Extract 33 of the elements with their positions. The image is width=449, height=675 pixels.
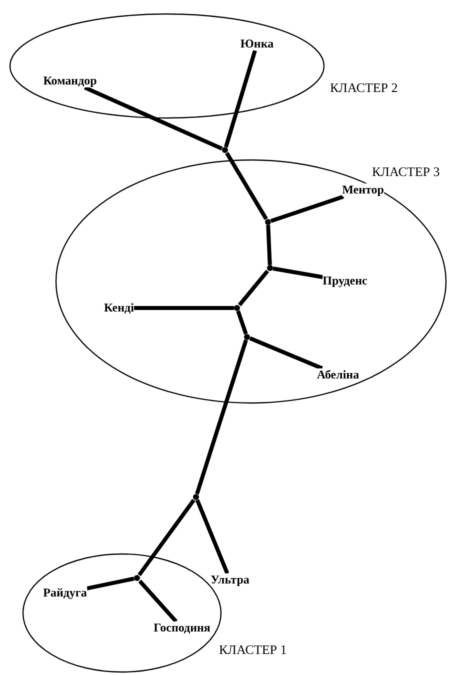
variety-label: Юнка [240,37,274,51]
variety-label: Командор [43,74,97,88]
tree-branch [270,194,344,223]
junction-dot [134,575,140,581]
junction-dot [193,494,199,500]
tree-branch [272,266,323,280]
tree-branch [195,339,248,495]
tree-branch [134,306,234,310]
junction-dot [222,147,228,153]
tree-branch [138,498,196,576]
junction-dot [267,265,273,271]
tree-branch [249,336,323,370]
tree-branch [195,499,230,574]
tree-branch [138,580,178,623]
variety-label: Абеліна [316,368,360,382]
tree-branch [225,152,268,220]
tree-branch [84,86,223,150]
variety-label: Ментор [342,183,384,197]
variety-label: Райдуга [43,586,87,600]
junction-dot [234,305,240,311]
tree-branch [86,576,134,590]
junction-dot [265,219,271,225]
variety-label: Пруденс [322,274,368,288]
cluster-label: КЛАСТЕР 1 [219,642,287,658]
junction-dot [244,334,250,340]
cluster-label: КЛАСТЕР 2 [330,80,398,96]
variety-label: Кенді [104,301,134,315]
variety-label: Господиня [154,621,210,635]
tree-branch [236,310,248,335]
cluster-label: КЛАСТЕР 3 [372,164,440,180]
tree-branch [238,270,270,306]
variety-label: Ультра [210,573,250,587]
tree-branch [266,224,272,266]
